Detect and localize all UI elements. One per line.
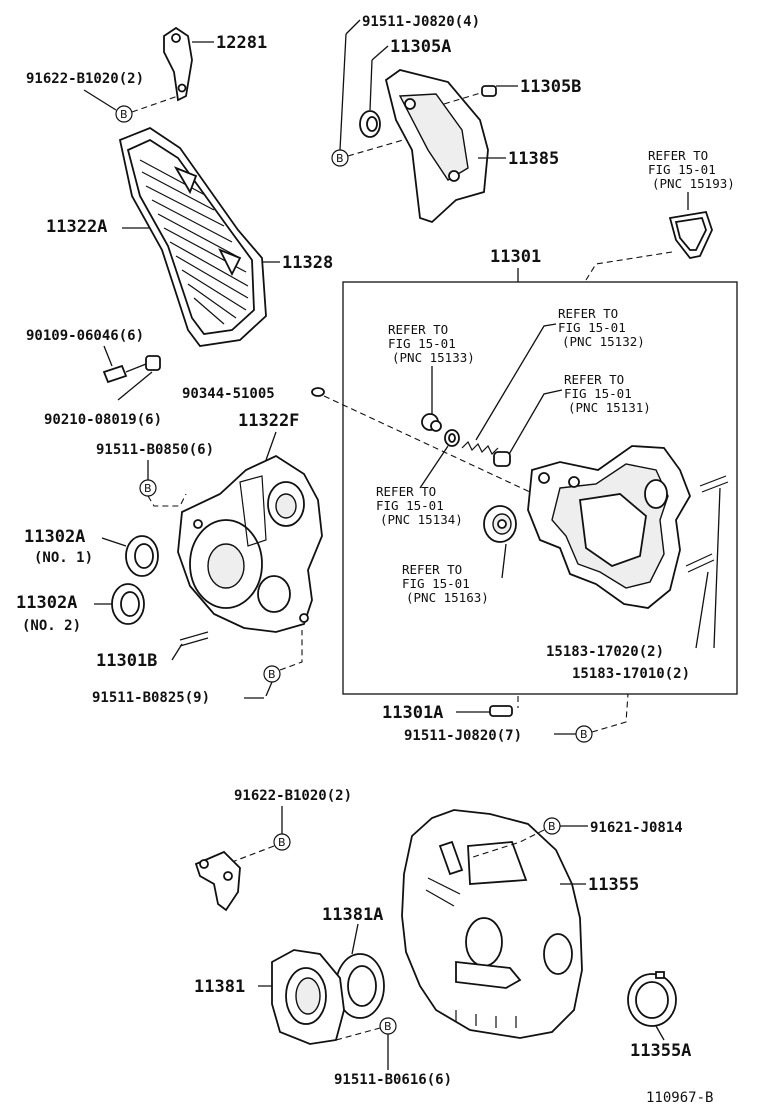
ref-15193-line2: FIG 15-01: [648, 162, 716, 177]
ref-15131-line3: (PNC 15131): [568, 400, 651, 415]
label-91622-b1020-bottom: 91622-B1020(2): [234, 788, 352, 804]
label-11302a-no2-note: (NO. 2): [22, 618, 81, 634]
callout-b: B: [575, 725, 593, 743]
label-90210-08019: 90210-08019(6): [44, 412, 162, 428]
label-11322f: 11322F: [238, 411, 299, 431]
ref-15131-line2: FIG 15-01: [564, 386, 632, 401]
label-90344-51005: 90344-51005: [182, 386, 275, 402]
svg-text:B: B: [268, 668, 276, 681]
part-15163-gear: [483, 505, 517, 543]
ref-15163-line2: FIG 15-01: [402, 576, 470, 591]
svg-text:B: B: [144, 482, 152, 495]
part-11305a-seal: [359, 110, 381, 138]
part-11355-end-plate: [401, 809, 583, 1039]
ref-15193-line1: REFER TO: [648, 148, 708, 163]
ref-15134-line1: REFER TO: [376, 484, 436, 499]
label-11381a: 11381A: [322, 905, 383, 925]
ref-15134-line2: FIG 15-01: [376, 498, 444, 513]
callout-b: B: [543, 817, 561, 835]
label-91511-j0820-7: 91511-J0820(7): [404, 728, 522, 744]
svg-text:B: B: [120, 108, 128, 121]
label-11305b: 11305B: [520, 77, 581, 97]
callout-b: B: [273, 833, 291, 851]
part-11305b-pin: [481, 85, 497, 97]
part-90344-plug: [311, 387, 325, 397]
part-11322f-timing-case: [177, 454, 323, 633]
part-11301a-pin: [489, 705, 513, 717]
ref-15163-line1: REFER TO: [402, 562, 462, 577]
label-15183-17010: 15183-17010(2): [572, 666, 690, 682]
part-90210-plug: [145, 355, 161, 371]
label-91622-b1020-top: 91622-B1020(2): [26, 71, 144, 87]
label-11381: 11381: [194, 977, 245, 997]
svg-text:B: B: [548, 820, 556, 833]
part-15183-stud-lower: [685, 553, 715, 573]
ref-15134-line3: (PNC 15134): [380, 512, 463, 527]
label-90109-06046: 90109-06046(6): [26, 328, 144, 344]
part-11301b-pin: [179, 631, 209, 647]
diagram-id: 110967-B: [646, 1090, 713, 1106]
svg-text:B: B: [278, 836, 286, 849]
label-15183-17020: 15183-17020(2): [546, 644, 664, 660]
svg-text:B: B: [384, 1020, 392, 1033]
part-11381-retainer: [271, 949, 345, 1045]
part-11322a-timing-cover: [118, 126, 267, 347]
label-91511-b0616: 91511-B0616(6): [334, 1072, 452, 1088]
label-11385: 11385: [508, 149, 559, 169]
label-11301a: 11301A: [382, 703, 443, 723]
part-90109-bolt: [102, 364, 128, 384]
label-11302a-no1-note: (NO. 1): [34, 550, 93, 566]
ref-15132-line3: (PNC 15132): [562, 334, 645, 349]
part-91622-bracket: [194, 850, 241, 912]
ref-15132-line1: REFER TO: [558, 306, 618, 321]
label-11322a: 11322A: [46, 217, 107, 237]
part-11385-cover: [384, 69, 489, 224]
part-15133-plug: [421, 413, 442, 432]
ref-15133-line1: REFER TO: [388, 322, 448, 337]
callout-b: B: [115, 105, 133, 123]
ref-15132-line2: FIG 15-01: [558, 320, 626, 335]
label-11355: 11355: [588, 875, 639, 895]
part-12281-bracket: [163, 26, 193, 102]
ref-15133-line3: (PNC 15133): [392, 350, 475, 365]
label-11355a: 11355A: [630, 1041, 691, 1061]
callout-b: B: [139, 479, 157, 497]
label-11302a-no1: 11302A: [24, 527, 85, 547]
part-15134-ring: [444, 429, 460, 447]
part-11355a-cap: [627, 971, 677, 1027]
label-11301b: 11301B: [96, 651, 157, 671]
part-11301-oil-pump-case: [527, 445, 691, 609]
label-91511-b0850: 91511-B0850(6): [96, 442, 214, 458]
ref-15131-line1: REFER TO: [564, 372, 624, 387]
assembly-11301-box: [342, 281, 738, 695]
part-15131-valve: [493, 451, 511, 467]
part-15193-oring: [668, 210, 713, 259]
svg-text:B: B: [580, 728, 588, 741]
label-11305a: 11305A: [390, 37, 451, 57]
callout-b: B: [263, 665, 281, 683]
ref-15193-line3: (PNC 15193): [652, 176, 735, 191]
label-11302a-no2: 11302A: [16, 593, 77, 613]
ref-15163-line3: (PNC 15163): [406, 590, 489, 605]
part-11302a-seal-no2: [111, 583, 145, 625]
label-11301: 11301: [490, 247, 541, 267]
part-15183-stud-upper: [699, 475, 729, 493]
svg-text:B: B: [336, 152, 344, 165]
label-91621-j0814: 91621-J0814: [590, 820, 683, 836]
callout-b: B: [379, 1017, 397, 1035]
label-91511-b0825: 91511-B0825(9): [92, 690, 210, 706]
callout-b: B: [331, 149, 349, 167]
label-12281: 12281: [216, 33, 267, 53]
label-11328: 11328: [282, 253, 333, 273]
part-11302a-seal-no1: [125, 535, 159, 577]
ref-15133-line2: FIG 15-01: [388, 336, 456, 351]
label-91511-j0820-4: 91511-J0820(4): [362, 14, 480, 30]
part-15132-spring: [461, 440, 499, 456]
